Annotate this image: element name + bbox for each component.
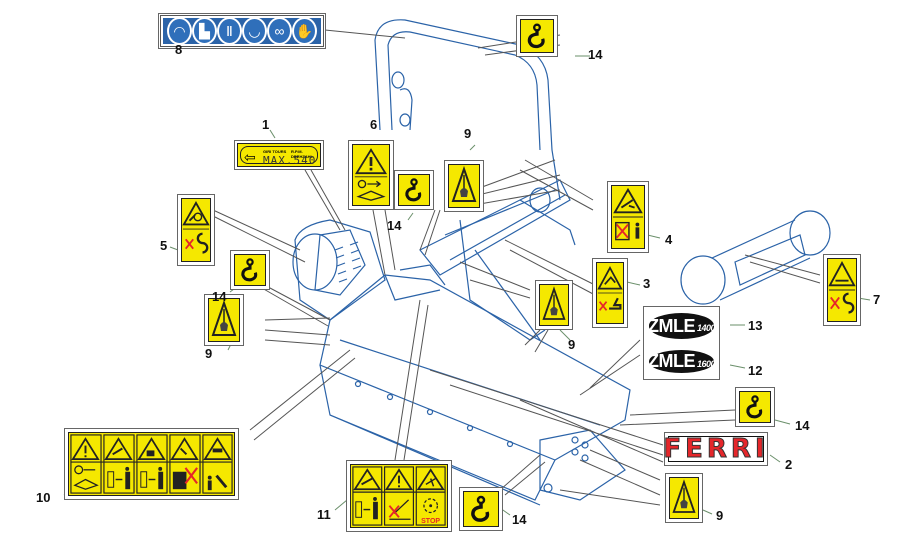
lifting-hook-icon — [405, 178, 422, 202]
ppe-icons: ◠ ▙ Ⅱ ◡ ∞ ✋ — [160, 15, 324, 47]
decal-1-pto-speed: ⇦ GIRI TOURS R.P.M. DREHZAHL MAX.540 — [234, 140, 324, 170]
decal-6-general-warning — [348, 140, 394, 210]
warning-entanglement-icon — [597, 266, 623, 311]
decal-3-entanglement — [592, 258, 628, 328]
decal-4-no-standing — [607, 181, 649, 253]
decal-14-lifting-hook — [459, 487, 503, 531]
callout-14: 14 — [588, 47, 603, 62]
warning-panels — [70, 434, 233, 494]
respirator-icon: ◡ — [242, 17, 267, 45]
pto-direction-arrow-icon: ⇦ — [244, 149, 256, 165]
model-size: 1400 — [696, 323, 716, 333]
lifting-hook-icon — [241, 258, 258, 282]
decal-8-ppe-strip: ◠ ▙ Ⅱ ◡ ∞ ✋ — [158, 13, 326, 49]
decal-1-text-left: GIRI TOURS — [263, 149, 287, 154]
hydraulic-fluid-injection-icon — [211, 299, 237, 336]
decal-7-pto-shaft — [823, 254, 861, 326]
callout-6: 6 — [370, 117, 378, 132]
overalls-icon: Ⅱ — [217, 17, 242, 45]
warning-fall-icon — [612, 187, 644, 241]
callout-5: 5 — [160, 238, 168, 253]
decal-14-lifting-hook — [394, 170, 434, 210]
callout-9: 9 — [464, 126, 472, 141]
callout-12: 12 — [748, 363, 763, 378]
ear-protection-icon: ◠ — [167, 17, 192, 45]
hydraulic-fluid-injection-icon — [542, 286, 566, 320]
callout-9: 9 — [568, 337, 576, 352]
hydraulic-fluid-injection-icon — [672, 479, 696, 513]
callout-9: 9 — [205, 346, 213, 361]
callout-3: 3 — [643, 276, 651, 291]
callout-4: 4 — [665, 232, 673, 247]
decal-2-ferri-logo: FERRI — [663, 432, 769, 466]
model-name: ZMLE — [647, 315, 696, 336]
lifting-hook-icon — [746, 395, 763, 419]
callout-14: 14 — [387, 218, 402, 233]
decal-11-warning-panel: STOP — [346, 460, 452, 532]
callout-13: 13 — [748, 318, 763, 333]
callout-10: 10 — [36, 490, 51, 505]
warning-general-icon — [354, 148, 388, 201]
decal-10-warning-panel — [64, 428, 239, 500]
callout-14: 14 — [795, 418, 810, 433]
warning-belt-entanglement-icon — [182, 201, 210, 254]
lifting-hook-icon — [471, 495, 490, 522]
callout-14: 14 — [512, 512, 527, 527]
decal-9-hydraulic-injection — [444, 160, 484, 212]
decal-1-max-speed: MAX.540 — [263, 154, 317, 167]
safety-goggles-icon: ∞ — [267, 17, 292, 45]
callout-1: 1 — [262, 117, 270, 132]
decal-9-hydraulic-injection — [535, 280, 573, 330]
decal-14-lifting-hook — [735, 387, 775, 427]
callout-2: 2 — [785, 457, 793, 472]
callout-9: 9 — [716, 508, 724, 523]
warning-pto-shaft-icon — [828, 260, 856, 314]
stop-label: STOP — [421, 518, 441, 525]
warning-panels — [352, 466, 446, 526]
decal-14-lifting-hook — [230, 250, 270, 290]
lifting-hook-icon — [527, 23, 545, 49]
callout-11: 11 — [317, 507, 331, 522]
hydraulic-fluid-injection-icon — [451, 165, 477, 202]
model-size: 1600 — [696, 358, 716, 369]
decal-9-hydraulic-injection — [204, 294, 244, 346]
decal-1-text-right: R.P.M. DREHZAHL — [291, 149, 313, 159]
safety-gloves-icon: ✋ — [292, 17, 317, 45]
decal-5-belt-entanglement — [177, 194, 215, 266]
callout-7: 7 — [873, 292, 881, 307]
callout-8: 8 — [175, 42, 183, 57]
decal-14-lifting-hook — [516, 15, 558, 57]
decal-9-hydraulic-injection — [665, 473, 703, 523]
callout-14: 14 — [212, 289, 227, 304]
machine-outline — [292, 19, 831, 506]
brand-name: FERRI — [663, 434, 769, 465]
safety-boots-icon: ▙ — [192, 17, 217, 45]
model-name: ZMLE — [647, 351, 696, 371]
